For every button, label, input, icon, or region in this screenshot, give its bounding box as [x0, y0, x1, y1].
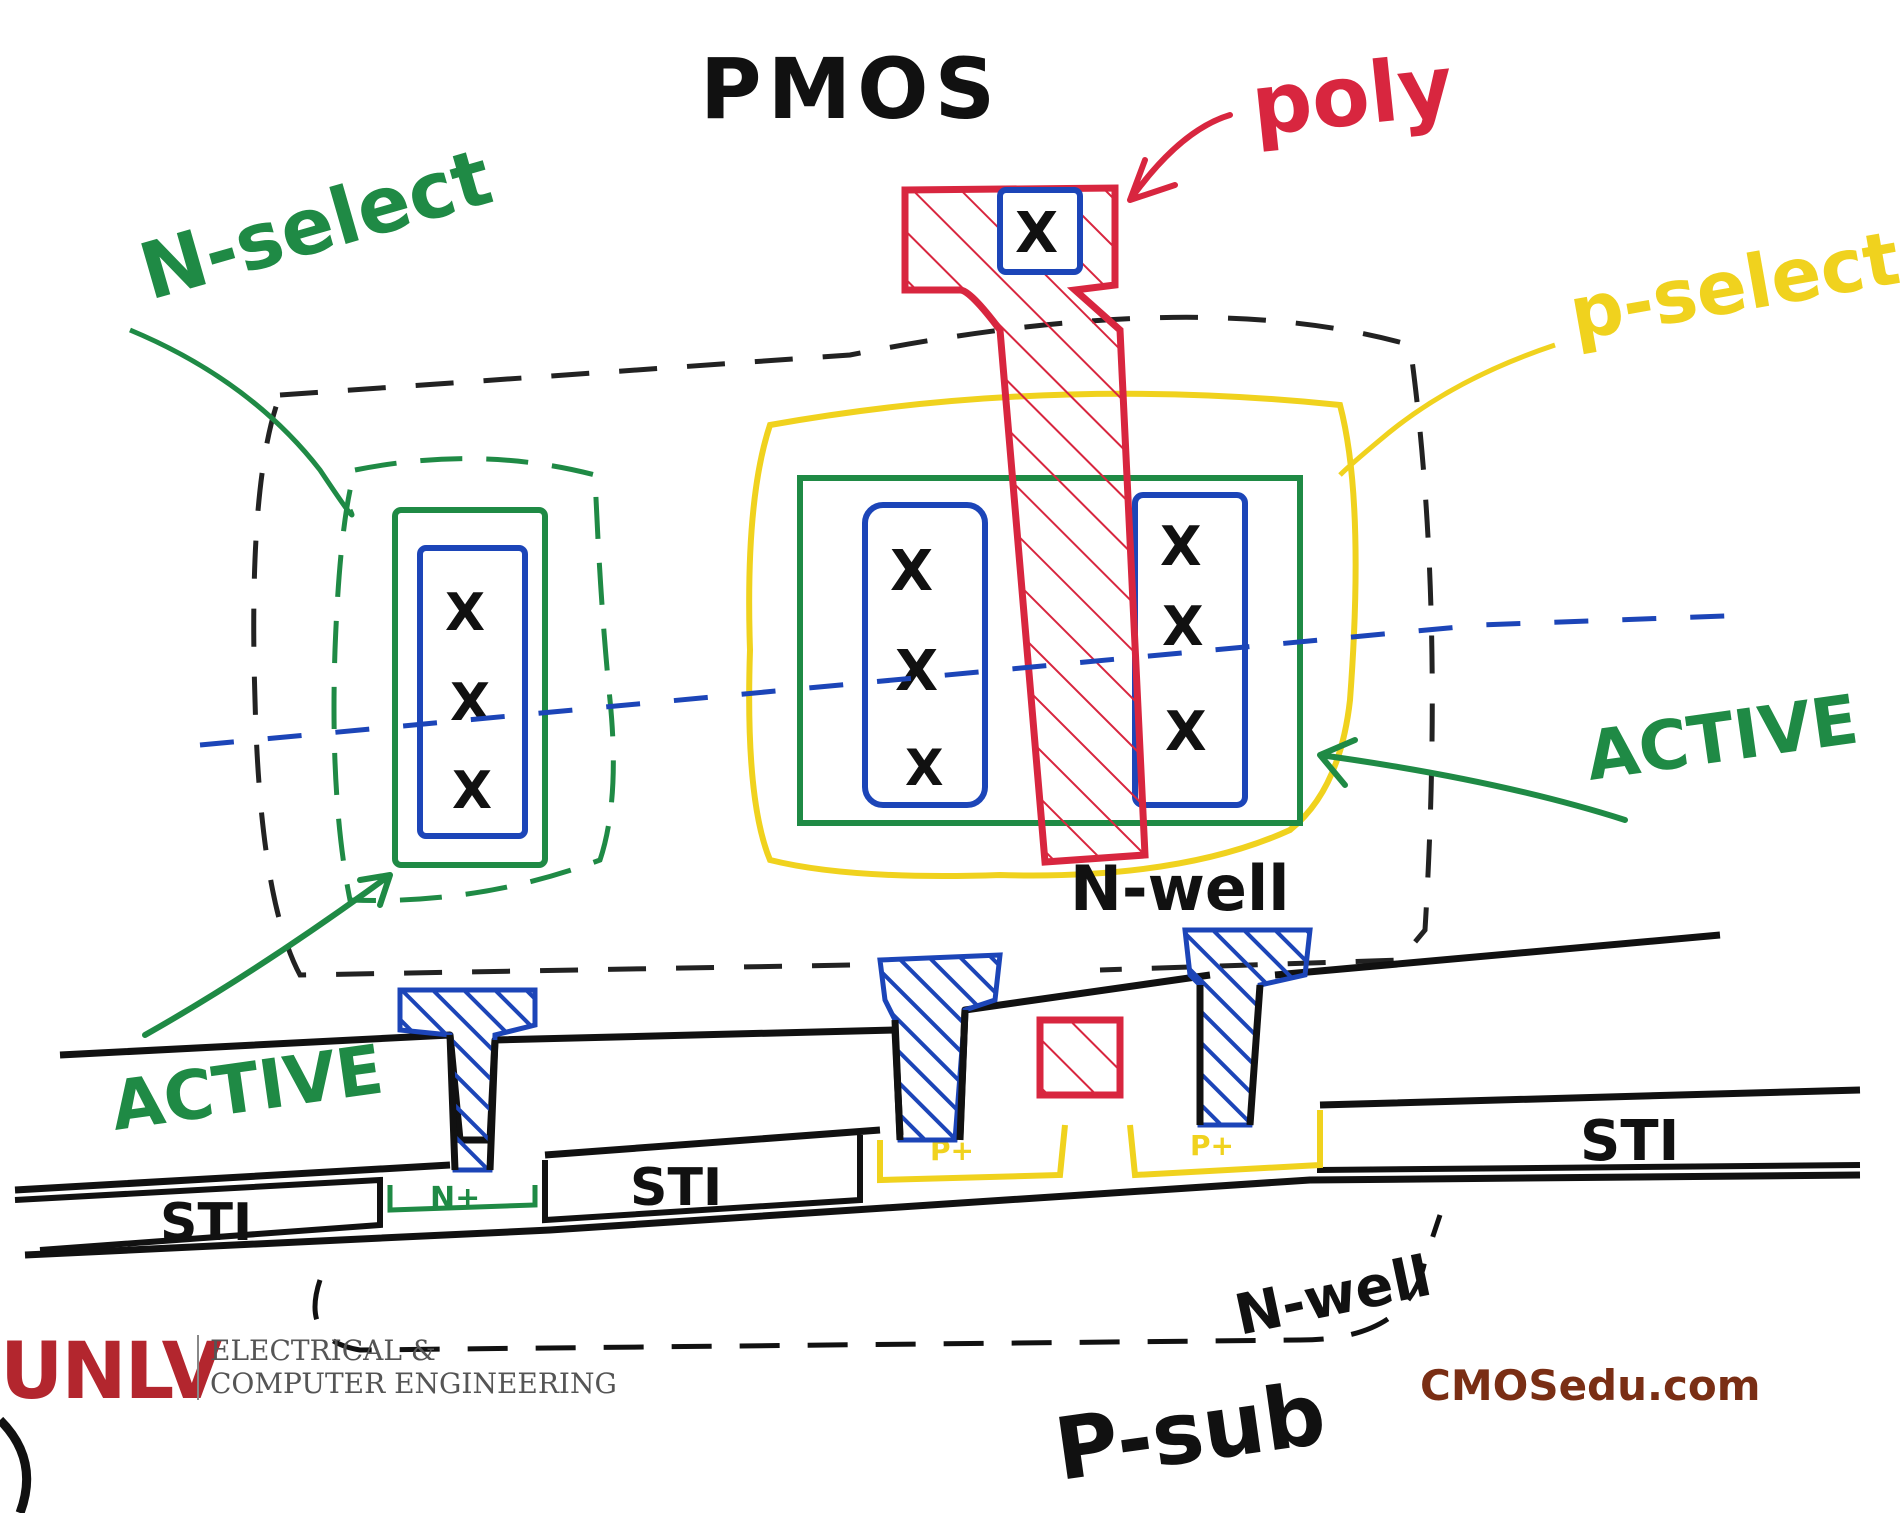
arrow-poly — [1127, 112, 1233, 203]
label-n-well-top: N-well — [1070, 852, 1289, 925]
contact-mark: X — [452, 761, 492, 821]
n-plus-diffusion — [387, 1185, 538, 1213]
edge-mark — [0, 1416, 32, 1513]
contact-mark: X — [905, 739, 944, 797]
label-n-well-bottom: N-well — [1229, 1244, 1436, 1349]
label-poly: poly — [1247, 36, 1458, 155]
p-plus-right-diffusion — [1127, 1110, 1323, 1179]
contact-mark: X — [1015, 201, 1058, 266]
label-p-sub: P-sub — [1049, 1364, 1331, 1501]
contact-plug-source — [877, 952, 1003, 1143]
substrate-line — [24, 1171, 1861, 1259]
label-n-plus: N+ — [430, 1181, 480, 1216]
poly-gate-cross-section — [1036, 1016, 1124, 1099]
active-left-body — [392, 507, 548, 868]
contact-column-left — [417, 545, 528, 839]
arrow-active-left — [142, 872, 393, 1038]
contact-mark: X — [1162, 595, 1204, 658]
label-p-plus-right: P+ — [1190, 1129, 1234, 1162]
sti-mid-box — [542, 1135, 863, 1224]
arrow-active-right — [1317, 737, 1628, 823]
cross-section-cutline — [199, 612, 1751, 748]
unlv-logo: UNLV — [0, 1327, 222, 1417]
contact-mark: X — [450, 673, 490, 733]
contact-mark: X — [895, 639, 938, 704]
label-n-select: N-select — [130, 132, 501, 318]
label-sti-right: STI — [1580, 1109, 1679, 1174]
label-p-select: p-select — [1563, 215, 1900, 357]
label-active-right: ACTIVE — [1581, 681, 1863, 797]
contact-mark: X — [1160, 515, 1202, 578]
site-link[interactable]: CMOSedu.com — [1420, 1361, 1761, 1410]
poly-gate — [901, 184, 1149, 866]
contact-mark: X — [890, 539, 933, 604]
contact-column-source — [862, 502, 988, 808]
p-plus-left-diffusion — [877, 1124, 1068, 1184]
contact-plug-outline — [446, 984, 1264, 1171]
n-select-region — [331, 456, 616, 903]
dept-line-1: ELECTRICAL & — [210, 1334, 436, 1367]
leader-p-select — [1338, 342, 1556, 477]
leader-n-select — [129, 327, 355, 518]
p-select-region — [746, 390, 1359, 879]
contact-plug-drain — [1182, 927, 1313, 1128]
label-sti-mid: STI — [630, 1158, 722, 1218]
label-sti-left: STI — [160, 1193, 252, 1253]
dept-line-2: COMPUTER ENGINEERING — [210, 1367, 617, 1400]
title-pmos: PMOS — [700, 40, 1001, 138]
poly-contact — [997, 187, 1083, 275]
contact-mark: X — [445, 583, 485, 643]
n-well-bottom-boundary — [312, 1214, 1443, 1353]
contact-plug-body — [397, 987, 538, 1173]
sti-left-box — [14, 1176, 383, 1253]
silicon-surface-line — [14, 1086, 1861, 1194]
contact-mark: X — [1165, 700, 1207, 763]
